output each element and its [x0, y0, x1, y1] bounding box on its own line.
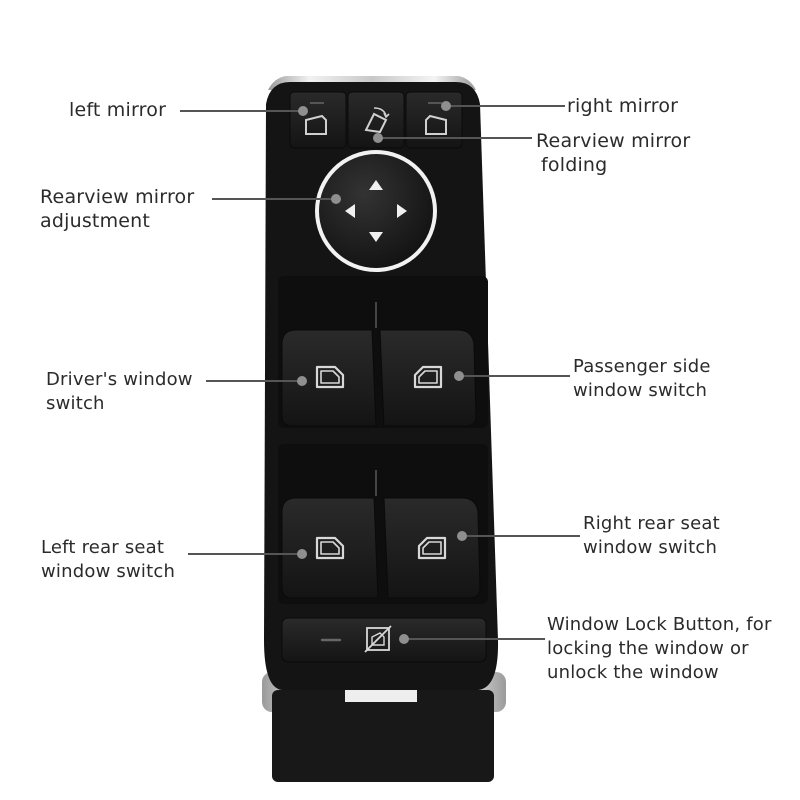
label-window-lock: Window Lock Button, for locking the wind…	[547, 614, 772, 683]
label-mirror-adjustment: Rearview mirror adjustment	[40, 186, 195, 232]
driver-window-switch[interactable]	[281, 329, 377, 427]
right-mirror-icon	[425, 114, 447, 135]
label-left-mirror: left mirror	[69, 99, 167, 121]
passenger-window-switch[interactable]	[379, 329, 477, 427]
label-mirror-folding: Rearview mirror folding	[536, 130, 691, 176]
right-mirror-button[interactable]	[405, 91, 463, 149]
left-rear-window-switch[interactable]	[281, 497, 379, 599]
mirror-fold-icon	[364, 107, 390, 134]
left-mirror-button[interactable]	[289, 91, 347, 149]
direction-arrow-icon	[345, 180, 407, 242]
leader-dots	[297, 101, 467, 644]
leader-lines	[180, 105, 580, 640]
window-lock-icon	[364, 625, 392, 653]
label-passenger-window: Passenger side window switch	[573, 356, 711, 401]
label-right-mirror: right mirror	[567, 95, 679, 117]
label-right-rear-window: Right rear seat window switch	[583, 513, 720, 558]
label-driver-window: Driver's window switch	[46, 369, 193, 414]
right-rear-window-switch[interactable]	[383, 497, 481, 599]
mirror-fold-button[interactable]	[347, 91, 405, 149]
label-left-rear-window: Left rear seat window switch	[41, 537, 176, 582]
mirror-adjustment-knob[interactable]	[319, 154, 433, 268]
left-mirror-icon	[305, 114, 327, 135]
connector-housing	[272, 690, 494, 782]
